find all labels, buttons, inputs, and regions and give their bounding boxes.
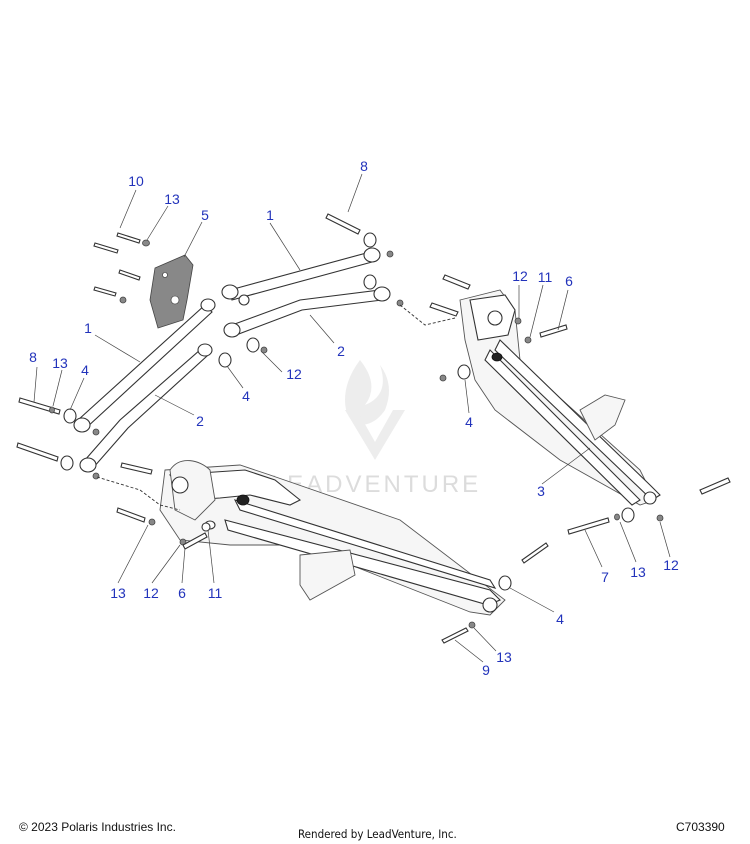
- callouts: 10 13 5 1 8 1 8 13 4 2 2 12 4 12 11 6 4 …: [29, 158, 679, 678]
- callout-8: 8: [360, 158, 368, 174]
- callout-2: 2: [196, 413, 204, 429]
- callout-7: 7: [601, 569, 609, 585]
- callout-12: 12: [512, 268, 528, 284]
- alignment-line-right: [399, 304, 456, 326]
- callout-8: 8: [29, 349, 37, 365]
- callout-12: 12: [663, 557, 679, 573]
- callout-11: 11: [208, 585, 223, 601]
- callout-3: 3: [537, 483, 545, 499]
- callout-13: 13: [496, 649, 512, 665]
- radius-rod-lower-left: [79, 343, 213, 473]
- callout-5: 5: [201, 207, 209, 223]
- callout-4: 4: [465, 414, 473, 430]
- callout-1: 1: [266, 207, 274, 223]
- callout-10: 10: [128, 173, 144, 189]
- trailing-arm-left: [159, 460, 506, 616]
- callout-2: 2: [337, 343, 345, 359]
- radius-rod-upper-left: [73, 298, 216, 433]
- callout-4: 4: [556, 611, 564, 627]
- diagram-id: C703390: [676, 820, 725, 834]
- callout-9: 9: [482, 662, 490, 678]
- callout-13: 13: [52, 355, 68, 371]
- hardware: [16, 213, 731, 644]
- rendered-by-text: Rendered by LeadVenture, Inc.: [298, 827, 457, 841]
- callout-4: 4: [81, 362, 89, 378]
- trailing-arm-right: [459, 289, 661, 506]
- watermark-logo: [345, 360, 405, 460]
- callout-4: 4: [242, 388, 250, 404]
- mounting-bracket: [149, 254, 194, 329]
- callout-11: 11: [538, 269, 553, 285]
- copyright-text: © 2023 Polaris Industries Inc.: [19, 820, 176, 834]
- leader-lines: [33, 173, 671, 663]
- callout-13: 13: [110, 585, 126, 601]
- callout-12: 12: [143, 585, 159, 601]
- radius-rod-lower-center: [223, 286, 391, 338]
- callout-6: 6: [565, 273, 573, 289]
- callout-13: 13: [630, 564, 646, 580]
- callout-13: 13: [164, 191, 180, 207]
- radius-rod-upper-center: [221, 247, 381, 301]
- alignment-line-left: [96, 476, 181, 511]
- callout-12: 12: [286, 366, 302, 382]
- callout-6: 6: [178, 585, 186, 601]
- callout-1: 1: [84, 320, 92, 336]
